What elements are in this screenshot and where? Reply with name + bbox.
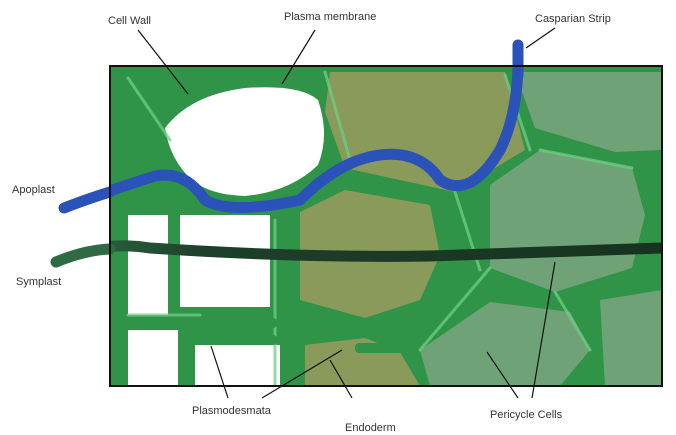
- center-left-cell: [180, 215, 270, 307]
- pericycle-cell-right: [600, 290, 662, 386]
- label-endoderm: Endoderm: [345, 422, 396, 434]
- label-cell-wall: Cell Wall: [108, 15, 151, 27]
- lower-left-cell: [128, 330, 178, 386]
- label-symplast: Symplast: [16, 276, 61, 288]
- tissue-region: [56, 45, 662, 386]
- label-plasmodesmata: Plasmodesmata: [192, 405, 272, 417]
- label-apoplast: Apoplast: [12, 184, 55, 196]
- left-cell: [128, 215, 168, 315]
- label-casparian-strip: Casparian Strip: [535, 13, 611, 25]
- label-pericycle-cells: Pericycle Cells: [490, 409, 563, 421]
- pericycle-cell-middle: [490, 150, 645, 292]
- label-plasma-membrane: Plasma membrane: [284, 11, 376, 23]
- bottom-center-cell: [195, 345, 280, 386]
